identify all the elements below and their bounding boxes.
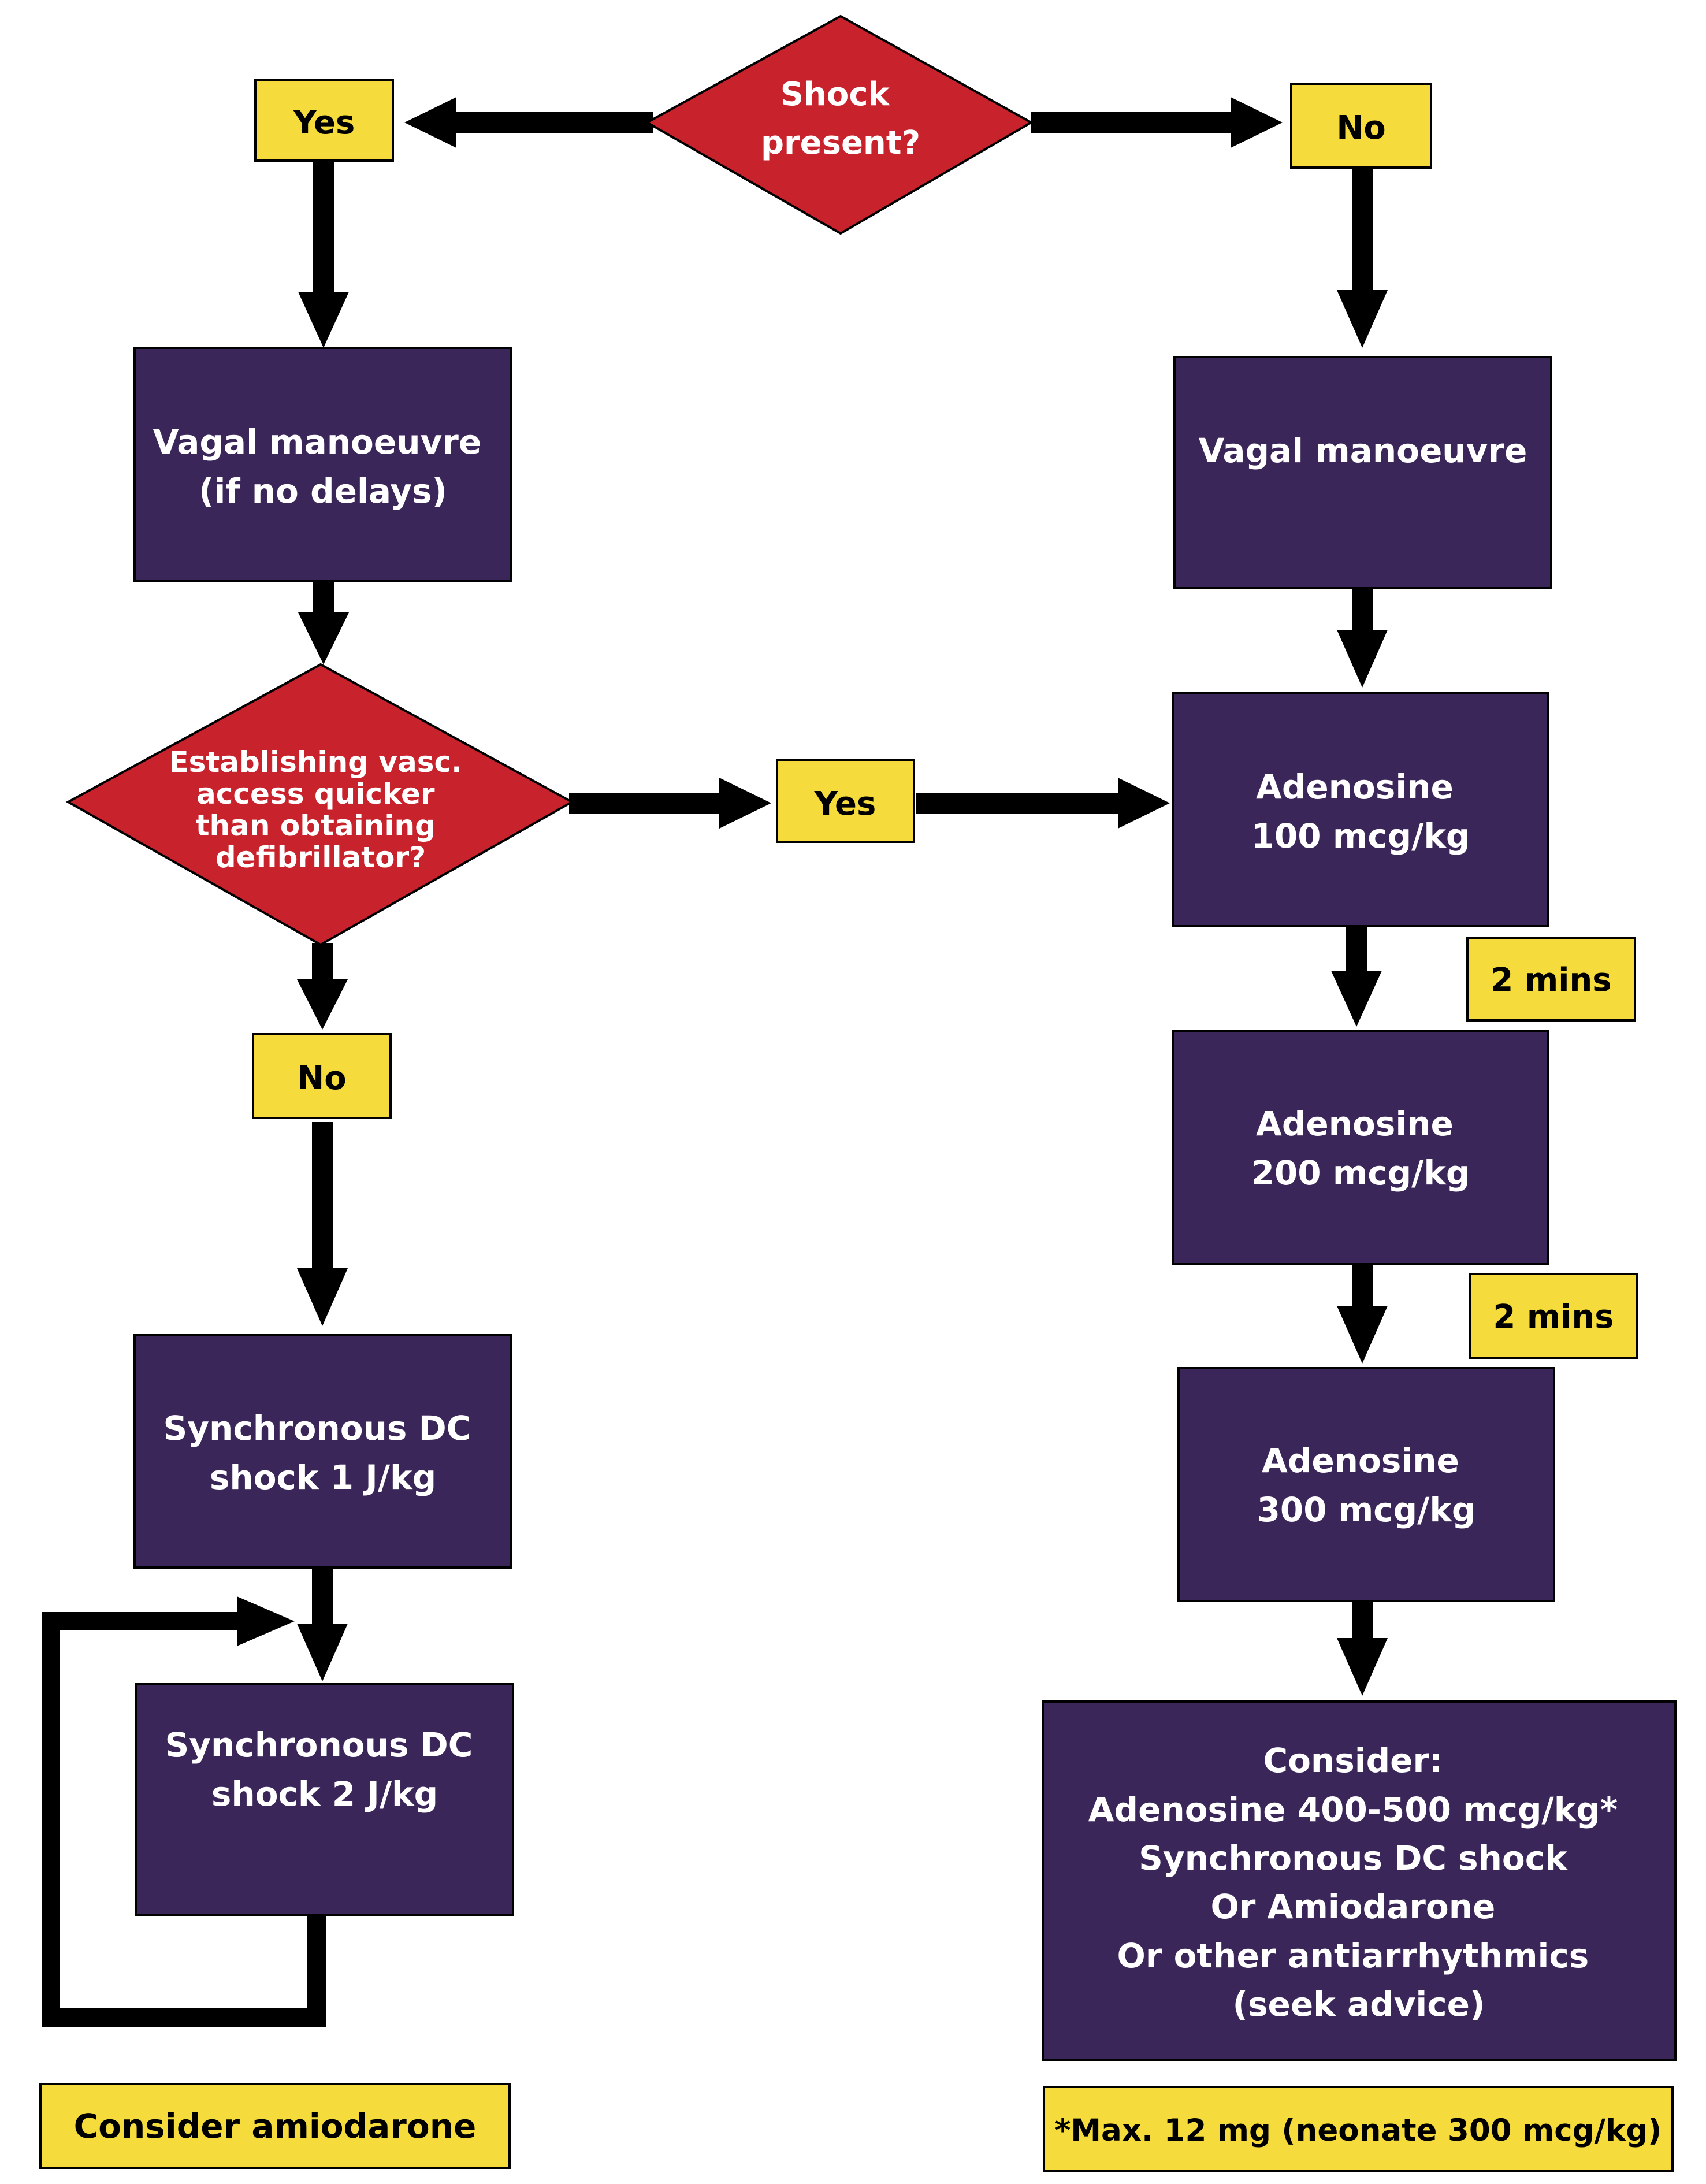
svg-text:Consider amiodarone: Consider amiodarone [74, 2107, 477, 2146]
svg-text:No: No [1336, 109, 1385, 147]
arrow-vasc-to-no [297, 943, 348, 1030]
step-adenosine-100: Adenosine 100 mcg/kg [1172, 692, 1549, 927]
decision-text-line: than obtaining [196, 809, 436, 842]
svg-text:Adenosine 200 mcg/kg: Adenosine 200 mcg/kg [1251, 1104, 1470, 1193]
label-shock-yes: Yes [254, 79, 394, 162]
step-text-line: 300 mcg/kg [1257, 1490, 1476, 1529]
svg-text:Adenosine 100 mcg/kg: Adenosine 100 mcg/kg [1251, 767, 1470, 856]
step-text-line: Or other antiarrhythmics [1117, 1936, 1589, 1975]
step-text-line: Adenosine [1256, 1104, 1454, 1143]
arrow-yes-to-adenosine-100 [916, 778, 1170, 829]
step-text-line: Adenosine 400-500 mcg/kg* [1088, 1790, 1618, 1829]
decision-text-line: Shock [780, 76, 891, 113]
label-interval-1: 2 mins [1466, 937, 1636, 1022]
step-text-line: (if no delays) [199, 471, 447, 511]
svg-text:*Max. 12 mg (neonate 300 mcg/k: *Max. 12 mg (neonate 300 mcg/kg) [1055, 2113, 1662, 2148]
svg-text:Adenosine 300 mcg/kg: Adenosine 300 mcg/kg [1257, 1441, 1476, 1529]
svg-text:Vagal manoeuvre: Vagal manoeuvre [1199, 431, 1527, 470]
arrow-adenosine-200-to-300 [1337, 1262, 1388, 1364]
decision-shock-present: Shock present? [644, 14, 1034, 235]
step-vagal-manoeuvre-left: Vagal manoeuvre (if no delays) [133, 347, 512, 582]
svg-text:No: No [297, 1060, 346, 1097]
step-consider-options: Consider: Adenosine 400-500 mcg/kg* Sync… [1042, 1700, 1677, 2061]
step-text-line: shock 1 J/kg [210, 1458, 436, 1497]
arrow-yes-to-vagal-left [298, 162, 349, 348]
decision-text-line: Establishing vasc. [169, 745, 462, 779]
svg-text:Vagal manoeuvre (if no d: Vagal manoeuvre (if no delays) [153, 422, 493, 511]
arrow-sync-shock-1-to-2 [297, 1566, 348, 1681]
step-text-line: Adenosine [1262, 1441, 1459, 1480]
step-sync-shock-2: Synchronous DC shock 2 J/kg [135, 1683, 514, 1916]
arrow-adenosine-100-to-200 [1331, 926, 1382, 1027]
step-adenosine-200: Adenosine 200 mcg/kg [1172, 1030, 1549, 1265]
svg-text:Synchronous DC shock 2 J: Synchronous DC shock 2 J/kg [165, 1725, 484, 1814]
step-text-line: (seek advice) [1232, 1985, 1485, 2024]
decision-text-line: defibrillator? [215, 841, 426, 874]
step-text-line: Synchronous DC [165, 1725, 473, 1765]
svg-text:2 mins: 2 mins [1493, 1298, 1614, 1336]
decision-text-line: present? [761, 124, 920, 162]
step-vagal-manoeuvre-right: Vagal manoeuvre [1173, 356, 1552, 589]
arrow-vagal-right-to-adenosine-100 [1337, 589, 1388, 688]
label-shock-no: No [1290, 83, 1432, 169]
label-consider-amiodarone: Consider amiodarone [39, 2083, 511, 2169]
label-max-dose-note: *Max. 12 mg (neonate 300 mcg/kg) [1043, 2086, 1674, 2172]
step-text-line: Synchronous DC [163, 1409, 471, 1448]
svg-text:2 mins: 2 mins [1491, 961, 1611, 999]
step-text-line: 100 mcg/kg [1251, 816, 1470, 856]
arrow-repeat-shock-loop [42, 1596, 326, 2027]
svg-text:Yes: Yes [293, 104, 355, 142]
step-text-line: Synchronous DC shock [1139, 1838, 1568, 1878]
connectors [42, 97, 1388, 2027]
arrow-no-to-sync-shock-1 [297, 1122, 348, 1326]
arrow-vagal-to-vasc-decision [298, 582, 349, 664]
step-text-line: Adenosine [1256, 767, 1454, 807]
arrow-vasc-to-yes [569, 778, 771, 829]
arrow-shock-to-yes [404, 97, 653, 148]
step-text-line: Vagal manoeuvre [153, 422, 482, 462]
step-text-line: Vagal manoeuvre [1199, 431, 1527, 470]
svg-text:Synchronous DC shock 1 J: Synchronous DC shock 1 J/kg [163, 1409, 482, 1497]
svg-text:Establishing vasc. acces: Establishing vasc. access quicker than o… [169, 745, 472, 874]
step-text-line: 200 mcg/kg [1251, 1153, 1470, 1193]
decision-text-line: access quicker [196, 777, 435, 811]
step-text-line: shock 2 J/kg [211, 1774, 438, 1814]
step-text-line: Consider: [1263, 1741, 1443, 1780]
label-vasc-no: No [252, 1033, 392, 1119]
svg-text:Shock present?: Shock present? [761, 76, 920, 162]
step-adenosine-300: Adenosine 300 mcg/kg [1177, 1367, 1555, 1602]
step-text-line: Or Amiodarone [1210, 1887, 1495, 1926]
svg-text:Consider: Adenosine 400-: Consider: Adenosine 400-500 mcg/kg* Sync… [1088, 1741, 1630, 2024]
decision-vasc-access: Establishing vasc. access quicker than o… [65, 663, 575, 946]
arrow-shock-to-no [1031, 97, 1283, 148]
label-interval-2: 2 mins [1469, 1273, 1638, 1359]
label-vasc-yes: Yes [776, 759, 915, 843]
step-sync-shock-1: Synchronous DC shock 1 J/kg [133, 1334, 512, 1569]
arrow-no-to-vagal-right [1337, 169, 1388, 348]
svg-text:Yes: Yes [814, 785, 876, 823]
arrow-adenosine-300-to-consider [1337, 1599, 1388, 1696]
